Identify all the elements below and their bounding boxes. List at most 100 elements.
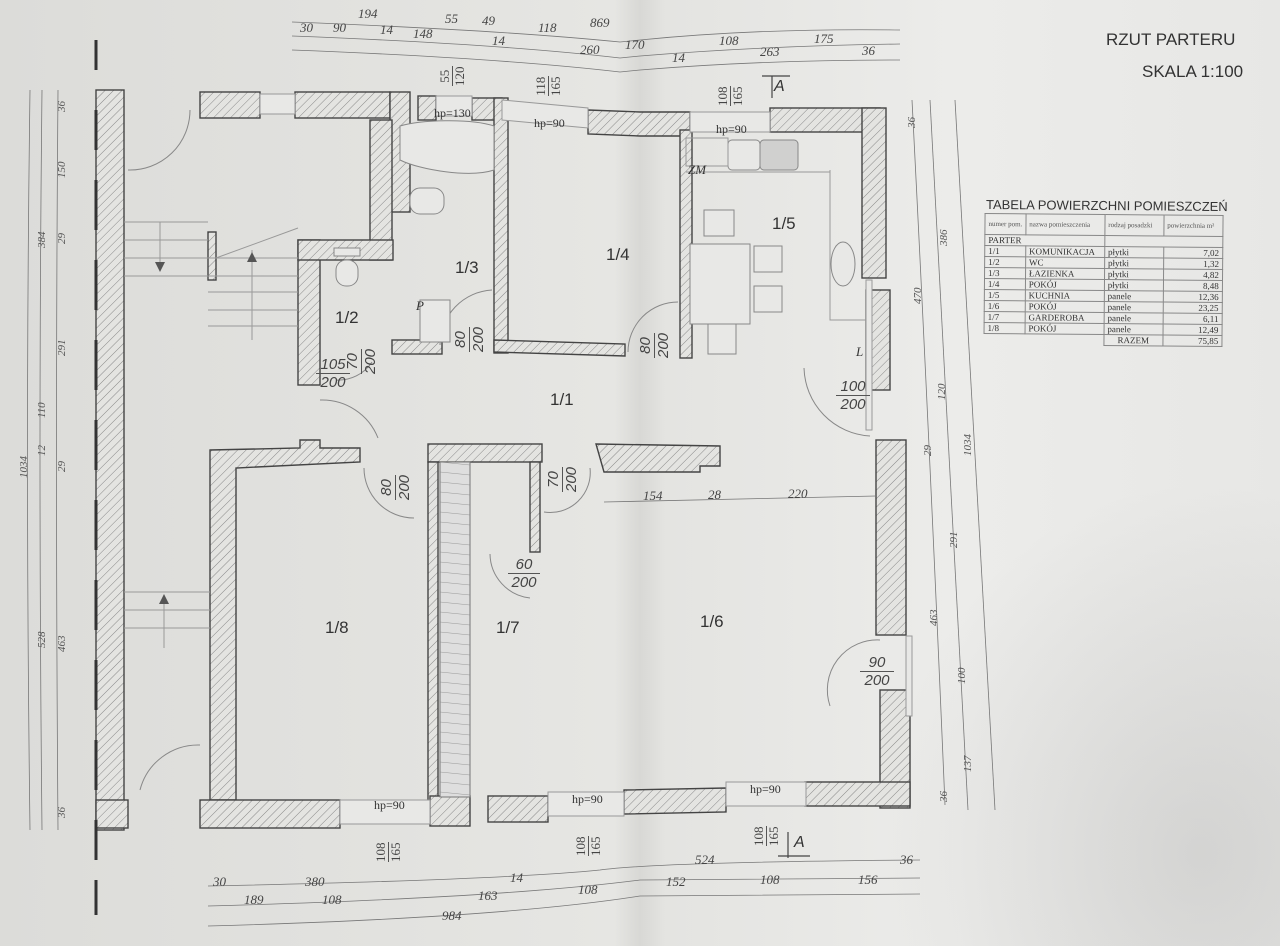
dim-top: 49 <box>482 13 495 28</box>
gas-meter-label: ZM <box>688 162 707 177</box>
dim-left: 150 <box>56 161 68 179</box>
room-label-1-5: 1/5 <box>772 214 796 233</box>
room-label-1-2: 1/2 <box>335 308 359 327</box>
dim-bottom-total: 984 <box>442 908 462 923</box>
fridge-label: L <box>856 344 864 359</box>
room-label-1-1: 1/1 <box>550 390 574 409</box>
window-sill-1-4: hp=90 <box>534 116 565 130</box>
window-sill-bath: hp=130 <box>434 106 471 120</box>
dim-right: 120 <box>936 383 948 401</box>
dim-bottom: 36 <box>900 852 913 867</box>
col-header-floor: rodzaj posadzki <box>1104 214 1164 237</box>
dim-top: 90 <box>333 20 346 35</box>
dim-interior: 28 <box>708 487 721 502</box>
dim-top: 55 <box>445 11 458 26</box>
dim-left: 36 <box>56 807 68 818</box>
dim-left: 29 <box>56 233 68 244</box>
dim-interior: 220 <box>788 486 808 501</box>
section-label: PARTER <box>984 234 1105 247</box>
col-header-number: numer pom. <box>984 213 1026 235</box>
col-header-area: powierzchnia m² <box>1163 215 1223 237</box>
dim-top: 14 <box>380 22 393 37</box>
col-header-name: nazwa pomieszczenia <box>1025 213 1105 236</box>
dim-top: 108 <box>719 33 739 48</box>
room-label-1-3: 1/3 <box>455 258 479 277</box>
dim-left: 528 <box>36 631 48 649</box>
room-label-1-8: 1/8 <box>325 618 349 637</box>
dim-right: 470 <box>912 287 924 305</box>
dim-right: 36 <box>906 117 918 128</box>
dim-right: 386 <box>938 229 950 247</box>
dim-top: 36 <box>862 43 875 58</box>
room-label-1-6: 1/6 <box>700 612 724 631</box>
stair-down-arrow-icon <box>155 262 165 272</box>
dim-bottom: 156 <box>858 872 878 887</box>
dim-bottom: 108 <box>760 872 780 887</box>
dim-bottom: 380 <box>305 874 325 889</box>
dim-bottom: 108 <box>578 882 598 897</box>
dim-right: 100 <box>956 667 968 685</box>
total-value: 75,85 <box>1162 335 1222 347</box>
dim-top: 30 <box>300 20 313 35</box>
dim-top: 118 <box>538 20 557 35</box>
dim-right: 29 <box>922 445 934 456</box>
dim-bottom: 163 <box>478 888 498 903</box>
dim-right: 463 <box>928 609 940 627</box>
stair-up-arrow-icon <box>159 594 169 604</box>
dim-bottom: 108 <box>322 892 342 907</box>
room-area-table: numer pom. nazwa pomieszczenia rodzaj po… <box>983 213 1223 347</box>
dim-top: 14 <box>672 50 685 65</box>
section-marker-top: A <box>774 78 785 95</box>
dim-top: 260 <box>580 42 600 57</box>
dim-bottom: 14 <box>510 870 523 885</box>
dim-bottom: 30 <box>213 874 226 889</box>
room-label-1-4: 1/4 <box>606 245 630 264</box>
dim-bottom: 152 <box>666 874 686 889</box>
plan-scale: SKALA 1:100 <box>1142 62 1244 81</box>
dim-left: 36 <box>56 101 68 112</box>
dim-left: 1034 <box>18 456 30 478</box>
dim-left: 12 <box>36 445 48 456</box>
table-title: TABELA POWIERZCHNI POMIESZCZEŃ <box>985 196 1228 215</box>
dim-top: 263 <box>760 44 780 59</box>
window-sill-1-6b: hp=90 <box>750 782 781 796</box>
dim-left: 384 <box>36 231 48 249</box>
room-label-1-7: 1/7 <box>496 618 520 637</box>
dim-right: 1034 <box>962 434 974 456</box>
dim-left: 463 <box>56 635 68 653</box>
dim-left: 29 <box>56 461 68 472</box>
dim-top: 175 <box>814 31 834 46</box>
dim-top: 148 <box>413 26 433 41</box>
dim-top: 14 <box>492 33 505 48</box>
photo-shadow <box>880 480 1280 946</box>
window-sill-1-8: hp=90 <box>374 798 405 812</box>
dim-left: 110 <box>36 402 48 418</box>
section-marker-bottom: A <box>794 834 805 851</box>
dim-bottom: 189 <box>244 892 264 907</box>
washer-label: P <box>416 298 424 313</box>
window-sill-1-5: hp=90 <box>716 122 747 136</box>
total-label: RAZEM <box>1103 334 1163 347</box>
dim-right: 36 <box>938 791 950 802</box>
dim-top: 194 <box>358 6 378 21</box>
dim-right: 291 <box>948 531 960 549</box>
dim-top: 170 <box>625 37 645 52</box>
dim-bottom: 524 <box>695 852 715 867</box>
plan-title: RZUT PARTERU <box>1106 30 1236 49</box>
dim-interior: 154 <box>643 488 663 503</box>
dim-top: 869 <box>590 15 610 30</box>
